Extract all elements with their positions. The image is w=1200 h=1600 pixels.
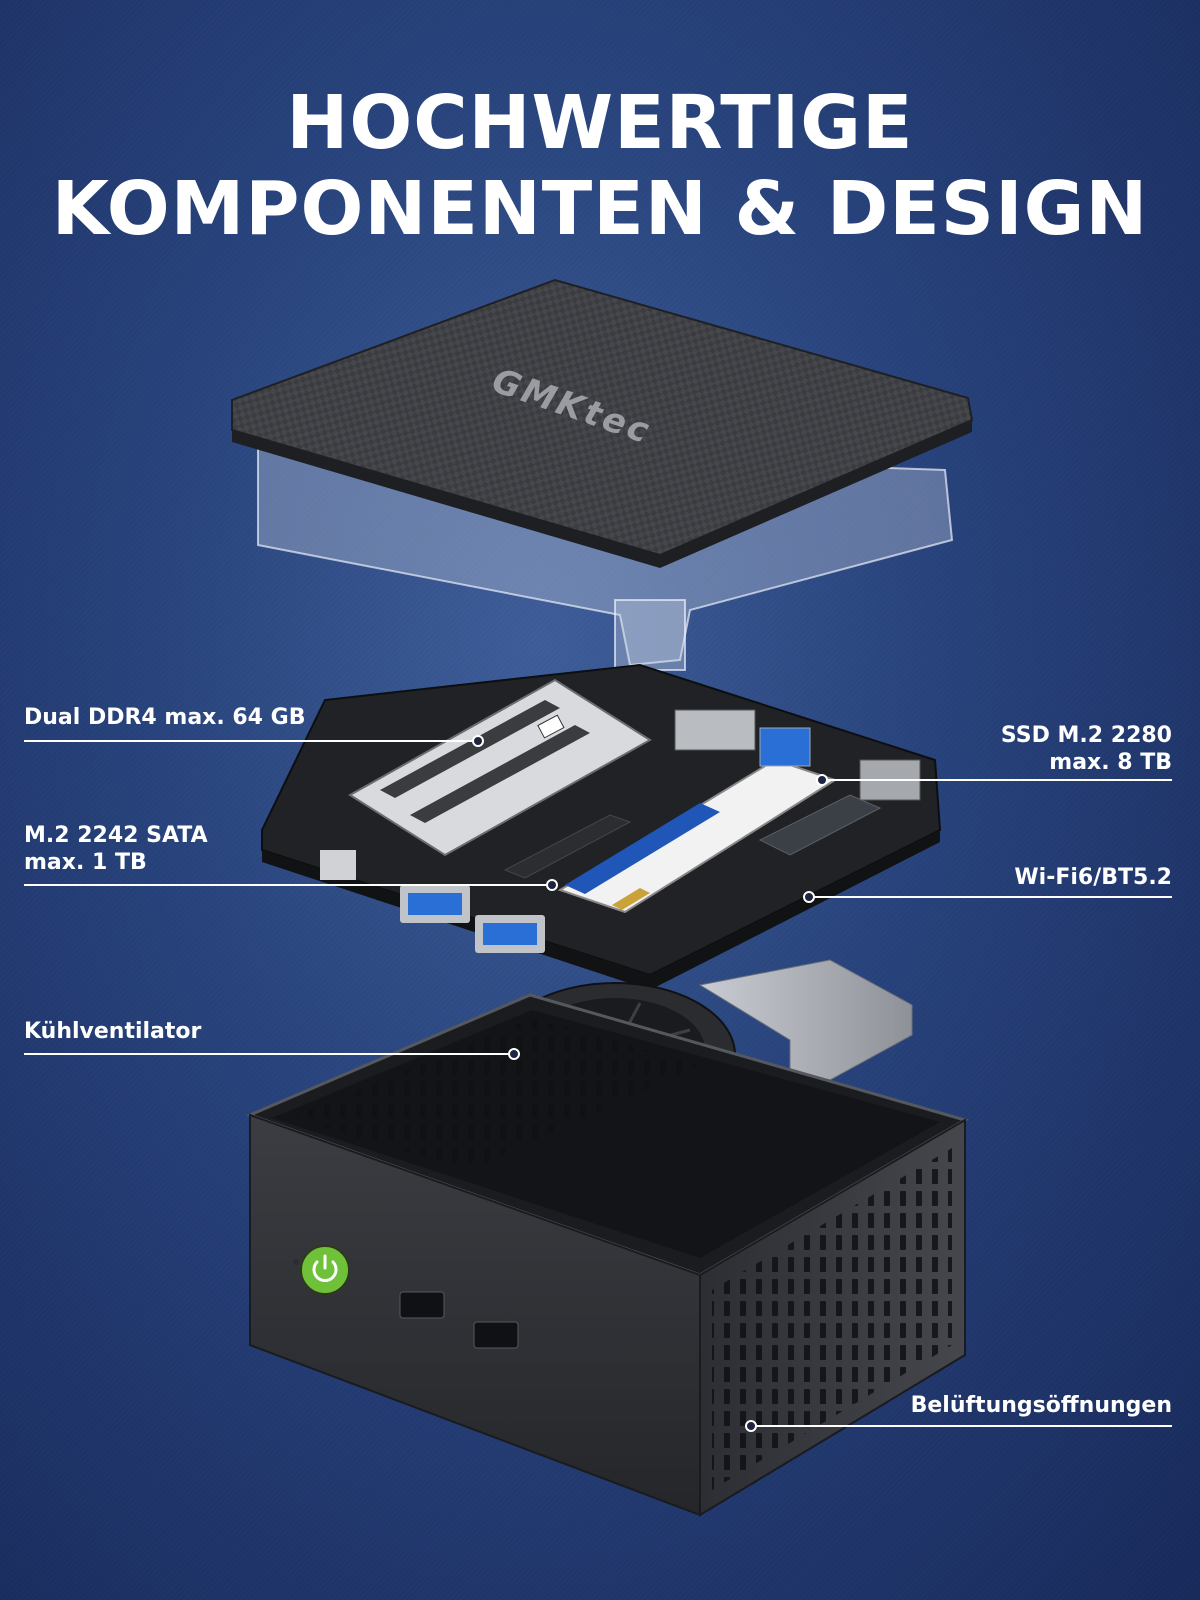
power-button[interactable]: [300, 1245, 350, 1295]
heatsink: [698, 959, 913, 1081]
callout-m2-sata-dot: [546, 879, 558, 891]
motherboard-plate-edge: [262, 830, 940, 990]
lid-frame-post: [614, 599, 686, 671]
m2-2242-slot: [503, 814, 632, 879]
power-led: [293, 1259, 299, 1265]
callout-fan-line: [24, 1053, 512, 1055]
case-back-vents: [290, 1018, 700, 1170]
front-usb-port-2[interactable]: [473, 1321, 519, 1349]
page-title: HOCHWERTIGE KOMPONENTEN & DESIGN: [0, 80, 1200, 252]
ssd-m2-2280: [557, 758, 838, 914]
callout-vents-text: Belüftungsöffnungen: [910, 1393, 1172, 1418]
callout-m2-sata-line2: max. 1 TB: [24, 850, 147, 875]
callout-ram-dot: [472, 735, 484, 747]
callout-fan-label: Kühlventilator: [24, 1018, 201, 1045]
callout-ssd-label: SSD M.2 2280 max. 8 TB: [1001, 722, 1172, 776]
callout-m2-sata-label: M.2 2242 SATA max. 1 TB: [24, 822, 208, 876]
callout-ssd-line: [824, 779, 1172, 781]
lid-assembly: GMKtec: [231, 278, 974, 671]
front-usb-port-1[interactable]: [399, 1291, 445, 1319]
motherboard: [261, 663, 942, 990]
callout-ram-text: Dual DDR4 max. 64 GB: [24, 705, 306, 730]
callout-ram-line: [24, 740, 476, 742]
callout-ssd-line2: max. 8 TB: [1049, 750, 1172, 775]
callout-m2-sata-line1: M.2 2242 SATA: [24, 823, 208, 848]
callout-fan-dot: [508, 1048, 520, 1060]
callout-wifi-label: Wi-Fi6/BT5.2: [1014, 864, 1172, 891]
board-usb-ports: [320, 850, 545, 953]
callout-vents-dot: [745, 1420, 757, 1432]
title-line-1: HOCHWERTIGE: [286, 80, 914, 166]
title-line-2: KOMPONENTEN & DESIGN: [51, 166, 1149, 252]
callout-wifi-text: Wi-Fi6/BT5.2: [1014, 865, 1172, 890]
callout-ram-label: Dual DDR4 max. 64 GB: [24, 704, 305, 731]
callout-ssd-line1: SSD M.2 2280: [1000, 723, 1172, 748]
callout-vents-label: Belüftungsöffnungen: [911, 1392, 1172, 1419]
callout-ssd-dot: [816, 774, 828, 786]
wifi-card: [758, 794, 882, 856]
callout-wifi-line: [810, 896, 1172, 898]
callout-vents-line: [752, 1425, 1172, 1427]
callout-m2-sata-line: [24, 884, 549, 886]
base-case: [245, 993, 969, 1517]
ram-module: [348, 678, 652, 857]
callout-fan-text: Kühlventilator: [24, 1019, 202, 1044]
callout-wifi-dot: [803, 891, 815, 903]
power-icon: [312, 1254, 338, 1282]
case-side-vents: [712, 1148, 952, 1490]
rear-io-ports: [674, 709, 921, 801]
lid-edge: [232, 420, 972, 568]
